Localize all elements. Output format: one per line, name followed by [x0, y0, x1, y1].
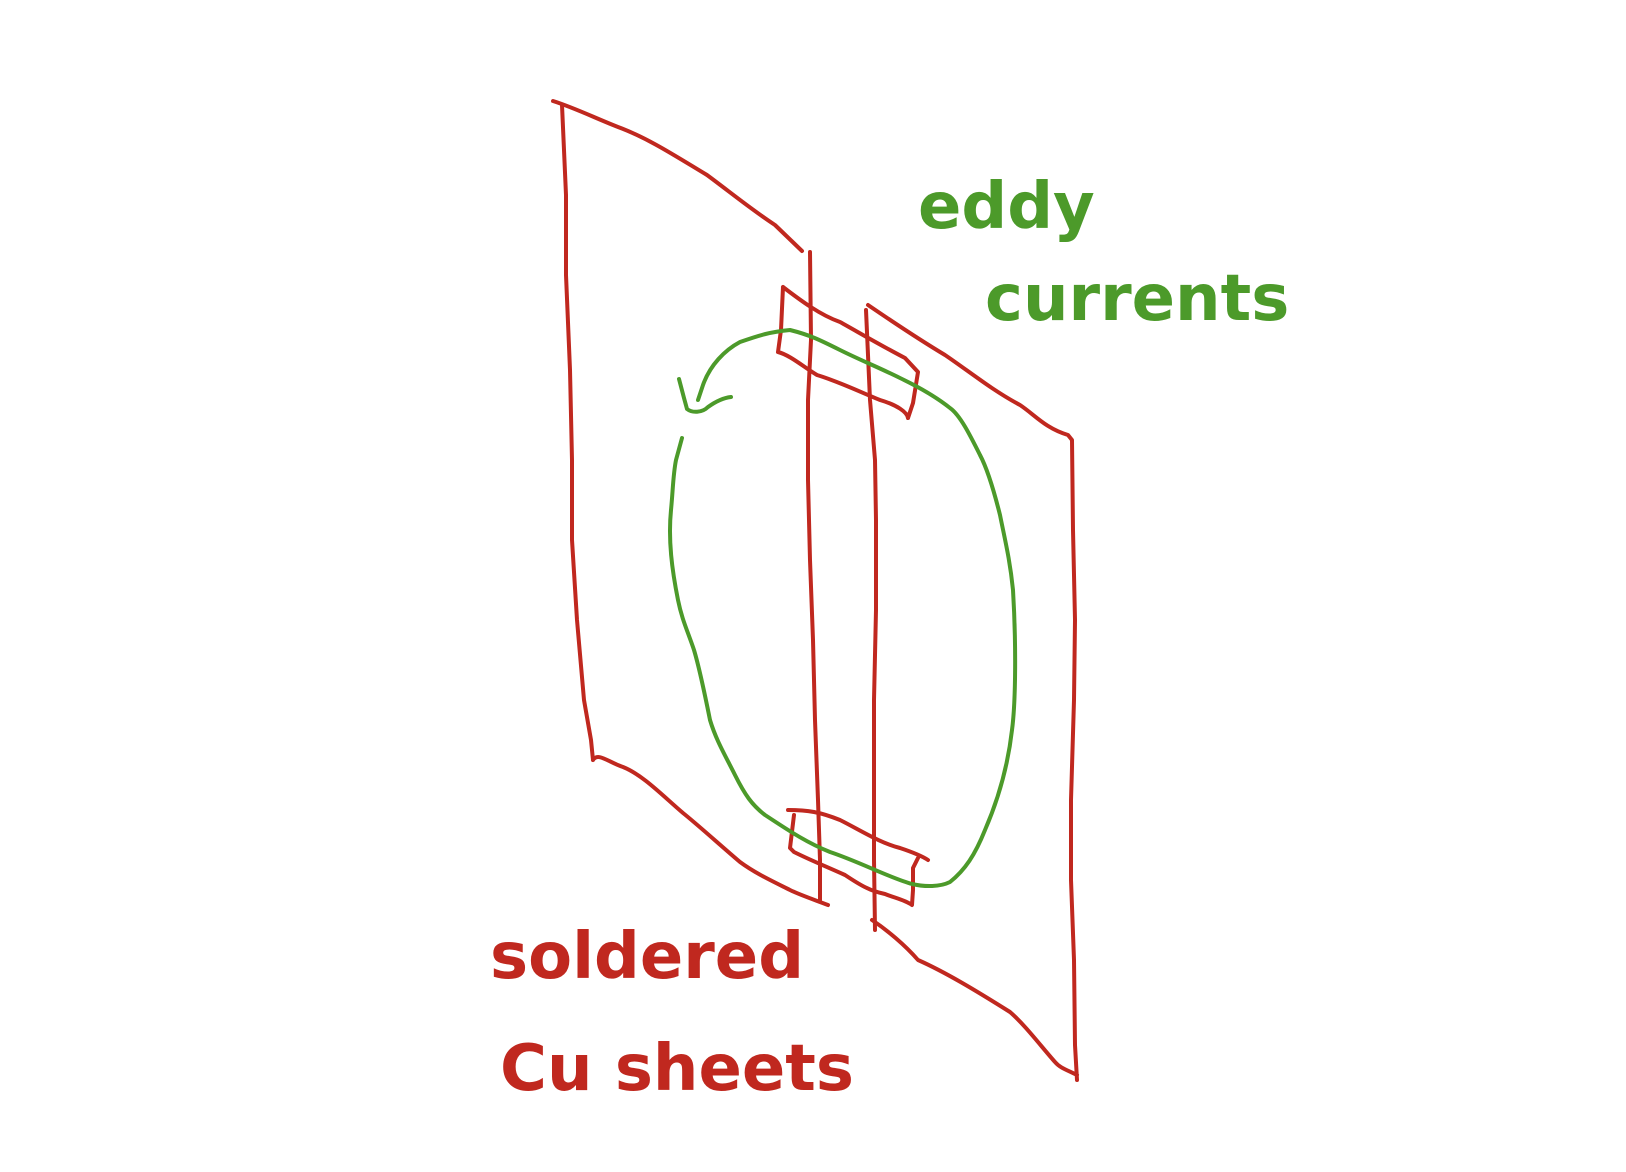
cu-sheets-label-line2: Cu sheets	[500, 1032, 854, 1106]
bottom-solder-joint	[786, 808, 930, 907]
eddy-current-loop	[668, 328, 1018, 889]
eddy-label-line2: currents	[985, 262, 1289, 336]
left-cu-sheet	[551, 99, 830, 907]
right-cu-sheet	[866, 303, 1079, 1082]
left-sheet-fold-edge	[806, 250, 822, 902]
eddy-current-arrowhead-icon	[677, 377, 733, 414]
eddy-label-line1: eddy	[918, 170, 1095, 244]
right-sheet-fold-edge	[864, 308, 878, 932]
soldered-label-line1: soldered	[490, 920, 804, 994]
